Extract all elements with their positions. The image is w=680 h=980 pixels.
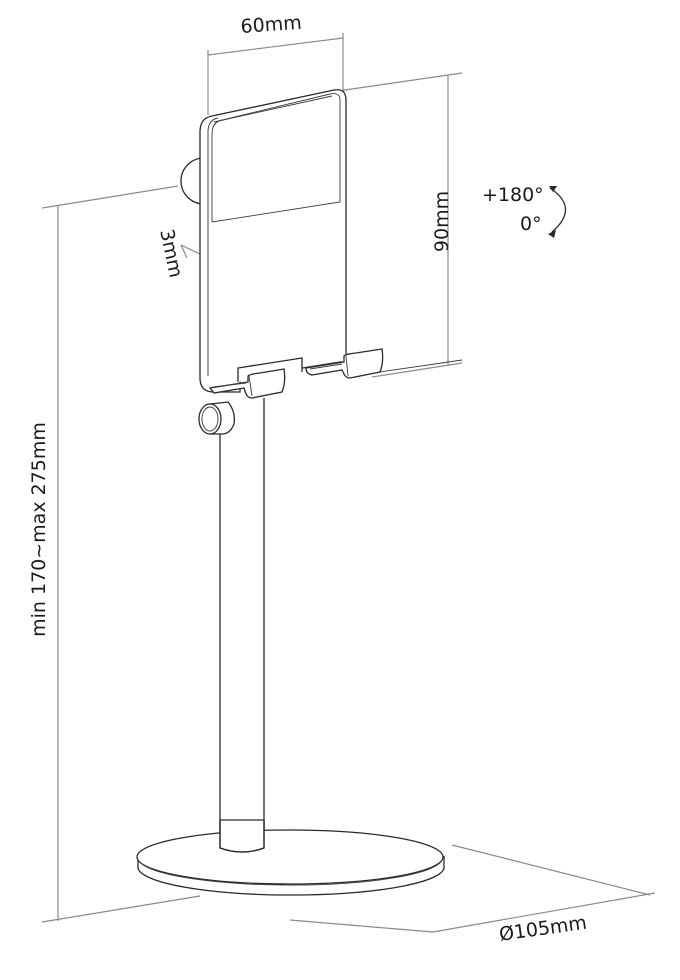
height-adjust-knob xyxy=(198,401,236,435)
stand-height-label: min 170~max 275mm xyxy=(27,422,50,637)
rear-rotation-knob xyxy=(180,157,205,205)
holder-label-panel xyxy=(211,93,341,223)
base-diameter-dimension-lines xyxy=(289,844,656,933)
round-base xyxy=(136,819,445,896)
rotation-min-label: 0° xyxy=(520,213,542,235)
phone-holder-plate xyxy=(199,89,347,393)
holder-height-label: 90mm xyxy=(431,190,454,253)
width-label: 60mm xyxy=(239,11,303,38)
left-support-hook xyxy=(208,368,286,399)
rotation-arrow-icon xyxy=(548,186,567,238)
stand-height-dimension-lines xyxy=(41,185,201,923)
stand-pole xyxy=(219,398,265,848)
phone-support-hooks xyxy=(208,348,463,399)
rotation-max-label: +180° xyxy=(482,184,544,206)
width-dimension-lines xyxy=(207,33,344,115)
height-dimension-lines xyxy=(337,72,463,378)
